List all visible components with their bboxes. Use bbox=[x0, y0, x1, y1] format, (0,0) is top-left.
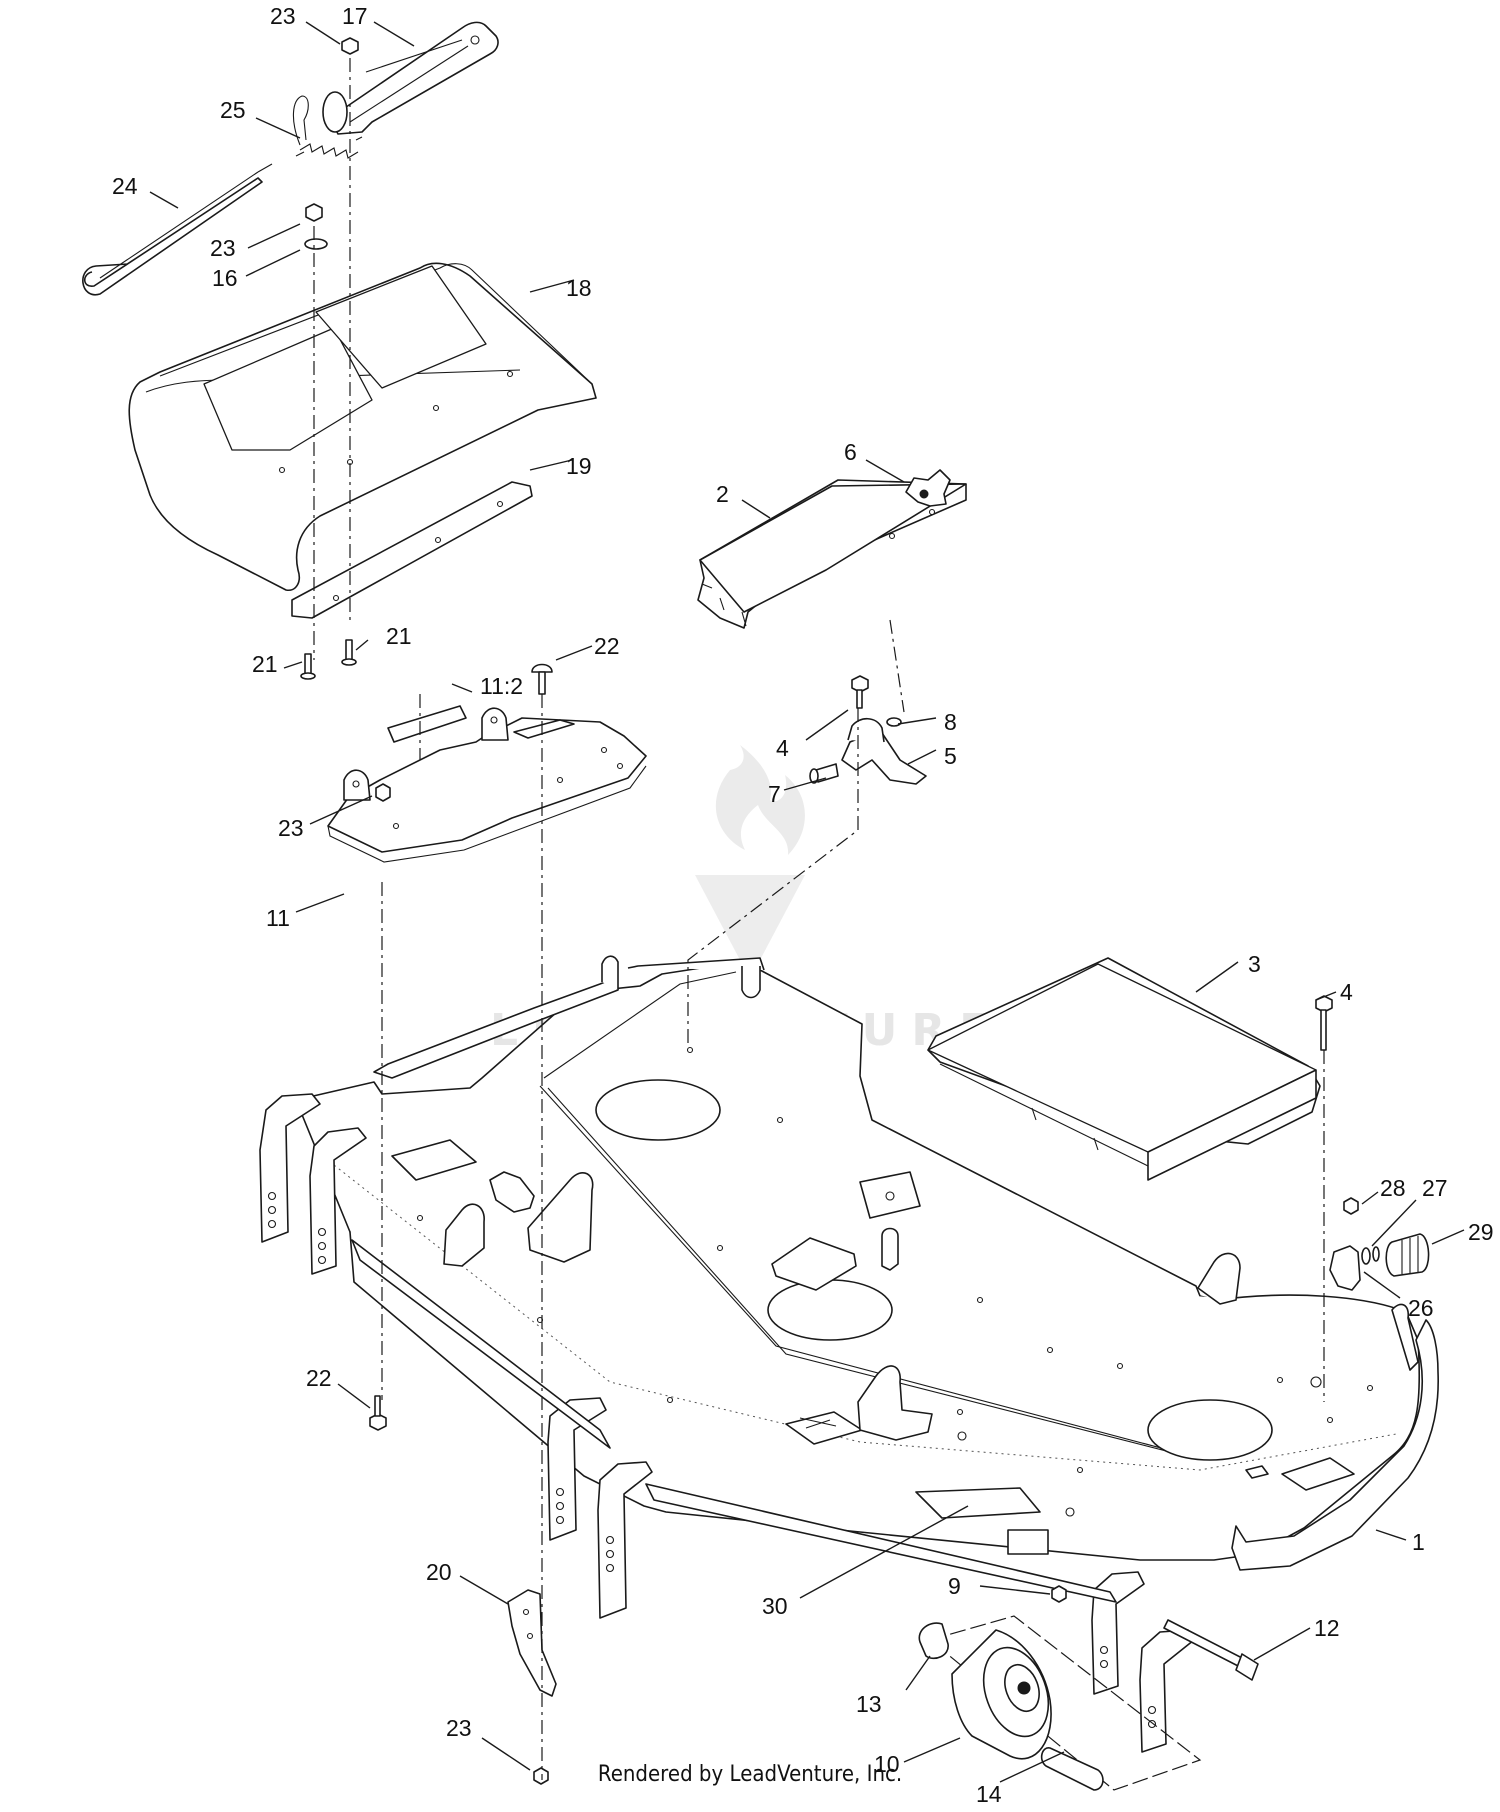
callout-11-2: 11:2 bbox=[480, 673, 523, 699]
bolts-21 bbox=[300, 639, 357, 680]
callout-19: 19 bbox=[566, 453, 592, 479]
callout-14: 14 bbox=[976, 1781, 1002, 1807]
pivot-bracket-part bbox=[322, 21, 499, 135]
bar-part bbox=[291, 481, 533, 619]
mower-deck-part bbox=[259, 955, 1439, 1753]
callout-22: 22 bbox=[594, 633, 620, 659]
callout-21: 21 bbox=[252, 651, 278, 677]
callout-30: 30 bbox=[762, 1593, 788, 1619]
belt-cover-part bbox=[697, 479, 967, 629]
callout-24: 24 bbox=[112, 173, 138, 199]
callout-13: 13 bbox=[856, 1691, 882, 1717]
nut-23-bottom bbox=[533, 1767, 549, 1785]
callout-16: 16 bbox=[212, 265, 238, 291]
callout-6: 6 bbox=[844, 439, 857, 465]
fitting-assembly bbox=[1329, 1197, 1430, 1291]
callout-4: 4 bbox=[776, 735, 789, 761]
mounting-plate-part bbox=[327, 707, 647, 863]
callout-10: 10 bbox=[874, 1751, 900, 1777]
knob-part bbox=[905, 469, 951, 507]
callout-labels: 23 17 25 24 23 16 18 19 21 21 22 11:2 23… bbox=[112, 3, 1494, 1807]
callout-23: 23 bbox=[278, 815, 304, 841]
callout-5: 5 bbox=[944, 743, 957, 769]
callout-1: 1 bbox=[1412, 1529, 1425, 1555]
callout-25: 25 bbox=[220, 97, 246, 123]
callout-20: 20 bbox=[426, 1559, 452, 1585]
bolt-22-upper bbox=[531, 663, 553, 695]
leader-lines bbox=[149, 21, 1465, 1783]
rod-part bbox=[82, 163, 273, 296]
bracket-5-part bbox=[809, 675, 927, 785]
bolt-22-lower bbox=[369, 1395, 387, 1431]
seat-pan-part bbox=[128, 262, 597, 592]
callout-29: 29 bbox=[1468, 1219, 1494, 1245]
bolt-9-part bbox=[1051, 1585, 1067, 1603]
callout-21: 21 bbox=[386, 623, 412, 649]
callout-28: 28 bbox=[1380, 1175, 1406, 1201]
hardware-top bbox=[304, 37, 359, 250]
center-lines bbox=[313, 58, 1325, 1780]
callout-3: 3 bbox=[1248, 951, 1261, 977]
callout-26: 26 bbox=[1408, 1295, 1434, 1321]
callout-27: 27 bbox=[1422, 1175, 1448, 1201]
callout-22: 22 bbox=[306, 1365, 332, 1391]
callout-2: 2 bbox=[716, 481, 729, 507]
callout-17: 17 bbox=[342, 3, 368, 29]
spring-part bbox=[292, 95, 363, 159]
callout-23: 23 bbox=[446, 1715, 472, 1741]
callout-7: 7 bbox=[768, 781, 781, 807]
callout-23: 23 bbox=[270, 3, 296, 29]
callout-9: 9 bbox=[948, 1573, 961, 1599]
callout-8: 8 bbox=[944, 709, 957, 735]
callout-23: 23 bbox=[210, 235, 236, 261]
spindle-cover-part bbox=[927, 957, 1321, 1181]
footer-credit: Rendered by LeadVenture, Inc. bbox=[597, 1762, 903, 1787]
callout-4: 4 bbox=[1340, 979, 1353, 1005]
pad-part bbox=[387, 705, 467, 743]
bolt-4-right bbox=[1315, 995, 1333, 1051]
callout-12: 12 bbox=[1314, 1615, 1340, 1641]
callout-11: 11 bbox=[266, 905, 290, 931]
caster-wheel-part bbox=[918, 1615, 1202, 1791]
bracket-20-part bbox=[507, 1589, 557, 1697]
bolt-12-part bbox=[1163, 1619, 1259, 1681]
callout-18: 18 bbox=[566, 275, 592, 301]
